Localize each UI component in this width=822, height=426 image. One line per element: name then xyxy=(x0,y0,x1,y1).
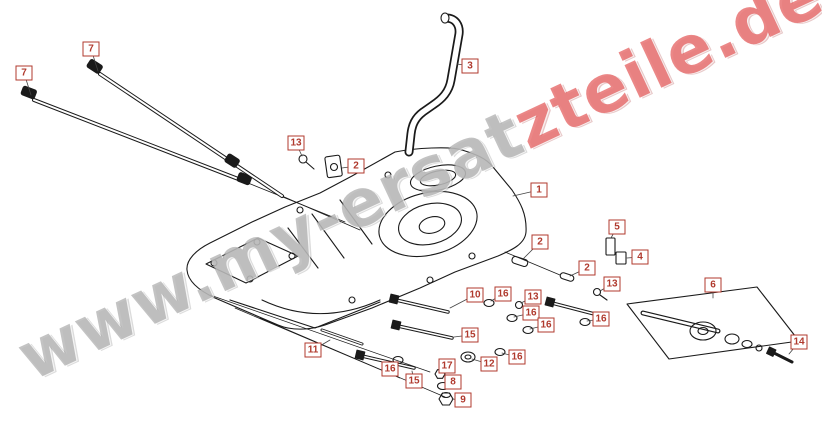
part-callout-16[interactable]: 16 xyxy=(508,349,526,365)
part-callout-11[interactable]: 11 xyxy=(304,342,322,358)
part-callout-7[interactable]: 7 xyxy=(82,41,100,57)
part-callout-2[interactable]: 2 xyxy=(531,234,549,250)
part-callout-7[interactable]: 7 xyxy=(15,65,33,81)
part-callout-10[interactable]: 10 xyxy=(466,287,484,303)
part-callout-16[interactable]: 16 xyxy=(522,305,540,321)
part-callout-16[interactable]: 16 xyxy=(494,286,512,302)
part-callout-13[interactable]: 13 xyxy=(603,276,621,292)
part-callout-16[interactable]: 16 xyxy=(592,311,610,327)
part-callout-13[interactable]: 13 xyxy=(524,289,542,305)
part-callout-1[interactable]: 1 xyxy=(530,182,548,198)
part-callout-4[interactable]: 4 xyxy=(631,249,649,265)
part-callout-14[interactable]: 14 xyxy=(790,334,808,350)
part-callout-12[interactable]: 12 xyxy=(480,356,498,372)
part-callout-15[interactable]: 15 xyxy=(405,373,423,389)
part-callout-16[interactable]: 16 xyxy=(537,317,555,333)
breather-pipe-drawing xyxy=(404,12,464,157)
part-callout-2[interactable]: 2 xyxy=(347,158,365,174)
part-callout-2[interactable]: 2 xyxy=(578,260,596,276)
part-callout-8[interactable]: 8 xyxy=(444,374,462,390)
stud-bolt-drawing xyxy=(20,59,284,198)
bolt-cluster-drawing xyxy=(320,293,534,406)
part-callout-6[interactable]: 6 xyxy=(704,277,722,293)
part-callout-9[interactable]: 9 xyxy=(454,392,472,408)
part-callout-5[interactable]: 5 xyxy=(608,219,626,235)
kickstart-assembly-drawing xyxy=(626,286,800,364)
part-callout-13[interactable]: 13 xyxy=(287,135,305,151)
part-callout-15[interactable]: 15 xyxy=(461,327,479,343)
bracket-screw-drawing xyxy=(298,154,343,179)
part-callout-3[interactable]: 3 xyxy=(461,58,479,74)
part-callout-16[interactable]: 16 xyxy=(381,361,399,377)
part-callout-17[interactable]: 17 xyxy=(438,358,456,374)
